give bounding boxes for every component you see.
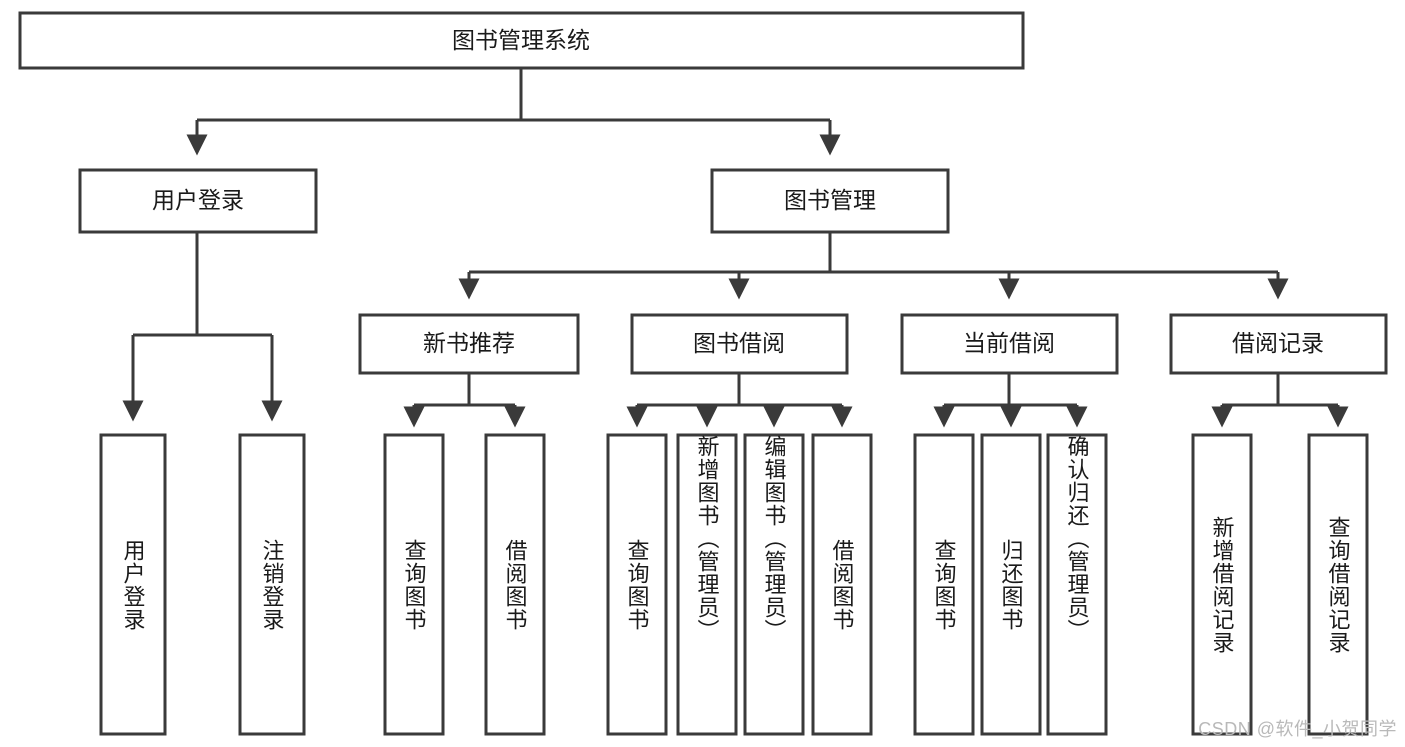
node-leaf-query-record-box[interactable] bbox=[1307, 433, 1369, 736]
connector-group-new-book-recommend bbox=[403, 373, 526, 428]
node-leaf-query-book-1-box[interactable] bbox=[383, 433, 445, 736]
node-user-login-label: 用户登录 bbox=[152, 187, 244, 213]
node-book-borrow-box[interactable] bbox=[630, 313, 849, 375]
node-book-manage-box[interactable] bbox=[710, 168, 950, 234]
node-user-login-box[interactable] bbox=[78, 168, 318, 234]
node-book-borrow[interactable]: 图书借阅 bbox=[630, 313, 849, 375]
node-leaf-query-book-2-box[interactable] bbox=[606, 433, 668, 736]
node-leaf-confirm-return-box[interactable] bbox=[1046, 433, 1108, 736]
connector-group-root bbox=[186, 68, 841, 156]
watermark: CSDN @软件_小贺同学 bbox=[1198, 719, 1397, 739]
node-book-manage-label: 图书管理 bbox=[784, 187, 876, 213]
connector-group-book-borrow bbox=[626, 373, 853, 428]
node-root-label: 图书管理系统 bbox=[452, 27, 590, 53]
connector-group-borrow-record bbox=[1211, 373, 1349, 428]
node-leaf-add-book-box[interactable] bbox=[676, 433, 738, 736]
node-leaf-return-book-box[interactable] bbox=[980, 433, 1042, 736]
node-root-box[interactable] bbox=[18, 11, 1025, 70]
node-leaf-query-book-3-box[interactable] bbox=[913, 433, 975, 736]
node-leaf-user-logout-box[interactable] bbox=[238, 433, 306, 736]
connector-group-user-login bbox=[122, 232, 283, 422]
node-book-borrow-label: 图书借阅 bbox=[693, 330, 785, 356]
connector-group-current-borrow bbox=[933, 373, 1088, 428]
connector-group-book-manage bbox=[458, 232, 1289, 300]
node-leaf-add-record-box[interactable] bbox=[1191, 433, 1253, 736]
node-new-book-recommend-label: 新书推荐 bbox=[423, 330, 515, 356]
node-borrow-record-label: 借阅记录 bbox=[1232, 330, 1324, 356]
node-leaf-borrow-book-1-box[interactable] bbox=[484, 433, 546, 736]
node-leaf-borrow-book-2-box[interactable] bbox=[811, 433, 873, 736]
node-borrow-record[interactable]: 借阅记录 bbox=[1169, 313, 1388, 375]
node-current-borrow-box[interactable] bbox=[900, 313, 1119, 375]
node-new-book-recommend-box[interactable] bbox=[358, 313, 580, 375]
node-leaf-user-login-box[interactable] bbox=[99, 433, 167, 736]
node-book-manage[interactable]: 图书管理 bbox=[710, 168, 950, 234]
node-current-borrow-label: 当前借阅 bbox=[963, 330, 1055, 356]
node-user-login[interactable]: 用户登录 bbox=[78, 168, 318, 234]
node-leaf-edit-book-box[interactable] bbox=[743, 433, 805, 736]
node-borrow-record-box[interactable] bbox=[1169, 313, 1388, 375]
node-new-book-recommend[interactable]: 新书推荐 bbox=[358, 313, 580, 375]
node-root[interactable]: 图书管理系统 bbox=[18, 11, 1025, 70]
node-current-borrow[interactable]: 当前借阅 bbox=[900, 313, 1119, 375]
